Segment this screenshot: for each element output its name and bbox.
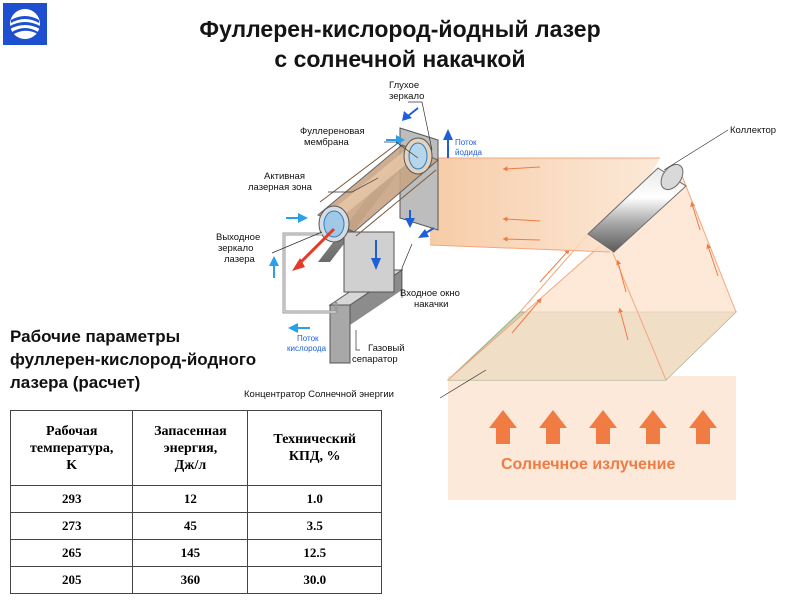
- header-line: энергия,: [163, 440, 218, 456]
- sunlight-zone: [448, 376, 736, 500]
- iodine-flow-label-line: Поток: [455, 138, 477, 147]
- iodine-flow-label: Поток йодида: [455, 138, 483, 157]
- gas-separator-label: Газовый сепаратор: [352, 343, 407, 365]
- table-cell: 3.5: [247, 512, 382, 540]
- fullerene-membrane-label-line: Фуллереновая: [300, 126, 365, 137]
- beam-arrow: [502, 166, 541, 172]
- output-mirror-label: Выходное зеркало лазера: [216, 232, 263, 265]
- collector-mirror: [587, 163, 687, 253]
- blind-mirror-label: Глухое зеркало: [389, 80, 424, 102]
- table-row: 293 12 1.0: [9, 485, 382, 513]
- table-cell: 293: [9, 485, 134, 513]
- header-line: Рабочая: [45, 423, 98, 439]
- active-zone-label-line: лазерная зона: [248, 182, 313, 193]
- params-heading: Рабочие параметры фуллерен-кислород-йодн…: [10, 325, 256, 394]
- solar-radiation-label: Солнечное излучение: [501, 456, 675, 473]
- blind-mirror-label-line: Глухое: [389, 80, 419, 91]
- reflected-ray-arrow: [511, 298, 542, 334]
- gas-separator-label-line: сепаратор: [352, 354, 398, 365]
- header-line: Запасенная: [154, 423, 227, 439]
- reflected-ray-arrow: [690, 201, 701, 231]
- concentrator-label: Концентратор Солнечной энергии: [244, 389, 394, 400]
- blind-mirror-label-line: зеркало: [389, 91, 424, 102]
- table-cell: 205: [9, 566, 134, 594]
- logo-icon: [3, 3, 47, 45]
- gas-separator-label-line: Газовый: [368, 343, 405, 354]
- table-cell: 45: [132, 512, 249, 540]
- header-line: КПД, %: [288, 449, 341, 464]
- reflected-ray-arrow: [616, 259, 627, 293]
- output-laser-beam: [296, 227, 336, 267]
- iodine-flow-label-line: йодида: [455, 148, 483, 157]
- reflected-light: [448, 174, 736, 380]
- header-line: K: [66, 457, 78, 473]
- active-zone-label-line: Активная: [264, 171, 305, 182]
- reflected-ray-arrow: [618, 307, 629, 341]
- flow-arrow: [371, 107, 453, 270]
- oxygen-flow-label: Поток кислорода: [287, 334, 327, 353]
- table-row: 273 45 3.5: [9, 512, 382, 540]
- header-line: температура,: [30, 440, 114, 456]
- params-heading-line: Рабочие параметры: [10, 327, 181, 346]
- laser-tube: [317, 137, 439, 243]
- beam-arrow: [502, 216, 541, 222]
- output-mirror-label-line: лазера: [224, 254, 256, 265]
- page-title: Фуллерен-кислород-йодный лазер с солнечн…: [100, 14, 700, 74]
- params-table: Рабочая температура, K Запасенная энерги…: [9, 410, 382, 594]
- pump-window-label: Входное окно накачки: [400, 288, 463, 310]
- table-cell: 145: [132, 539, 249, 567]
- fullerene-membrane-label: Фуллереновая мембрана: [300, 126, 367, 148]
- params-heading-line: лазера (расчет): [10, 373, 141, 392]
- oxygen-pipe: [282, 232, 338, 314]
- params-heading-line: фуллерен-кислород-йодного: [10, 350, 257, 369]
- column-header-temperature: Рабочая температура, K: [9, 410, 134, 486]
- fullerene-membrane-label-line: мембрана: [304, 137, 349, 148]
- column-header-energy: Запасенная энергия, Дж/л: [132, 410, 249, 486]
- header-line: Технический: [273, 432, 356, 447]
- collector-label: Коллектор: [730, 125, 776, 136]
- table-row: 265 145 12.5: [9, 539, 382, 567]
- beam-arrow: [502, 236, 541, 242]
- active-zone-label: Активная лазерная зона: [248, 171, 313, 193]
- table-cell: 273: [9, 512, 134, 540]
- column-header-efficiency: Технический КПД, %: [247, 410, 382, 486]
- output-mirror-label-line: Выходное: [216, 232, 260, 243]
- table-cell: 12: [132, 485, 249, 513]
- reflected-ray-arrow: [539, 249, 570, 283]
- title-line-1: Фуллерен-кислород-йодный лазер: [199, 16, 601, 42]
- title-line-2: с солнечной накачкой: [274, 46, 526, 72]
- table-cell: 12.5: [247, 539, 382, 567]
- pump-window-label-line: накачки: [414, 299, 448, 310]
- table-header-row: Рабочая температура, K Запасенная энерги…: [9, 410, 382, 486]
- reflected-ray-arrow: [706, 243, 719, 277]
- table-cell: 30.0: [247, 566, 382, 594]
- table-cell: 265: [9, 539, 134, 567]
- table-row: 205 360 30.0: [9, 566, 382, 594]
- oxygen-flow-label-line: кислорода: [287, 344, 327, 353]
- header-line: Дж/л: [174, 457, 207, 473]
- table-cell: 1.0: [247, 485, 382, 513]
- pump-window-label-line: Входное окно: [400, 288, 460, 299]
- sun-arrow: [489, 410, 717, 444]
- table-cell: 360: [132, 566, 249, 594]
- oxygen-flow-label-line: Поток: [297, 334, 319, 343]
- flow-arrow: [269, 135, 405, 333]
- output-mirror-label-line: зеркало: [218, 243, 253, 254]
